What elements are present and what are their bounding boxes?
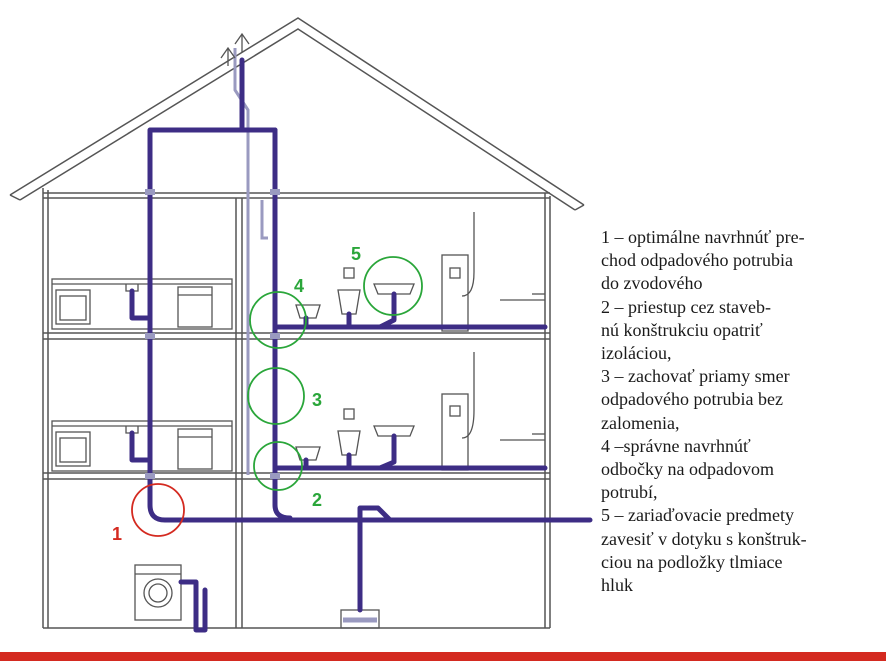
bathroom-lower [295, 352, 545, 471]
legend-line: zavesiť v dotyku s konštruk- [601, 528, 807, 549]
legend-line: 2 – priestup cez staveb- [601, 296, 771, 317]
washing-machine [134, 564, 182, 621]
legend-line: do zvodového [601, 273, 703, 294]
label-2: 2 [312, 490, 322, 510]
legend-line: 4 –správne navrhnúť [601, 435, 751, 456]
pipe-collars [145, 189, 280, 479]
vent-caps [220, 32, 250, 66]
floor-drain [340, 609, 380, 629]
highlight-circle-5 [363, 256, 423, 316]
label-1: 1 [112, 524, 122, 544]
legend-line: odbočky na odpadovom [601, 459, 774, 480]
legend-line: 5 – zariaďovacie predmety [601, 505, 795, 526]
legend-line: 3 – zachovať priamy smer [601, 366, 790, 387]
bathroom-upper [295, 212, 545, 332]
house-walls [42, 188, 551, 629]
legend-line: odpadového potrubia bez [601, 389, 783, 410]
kitchen-lower [51, 420, 233, 472]
highlight-circle-1 [131, 483, 185, 537]
bottom-bar [0, 652, 886, 661]
house-roof [9, 17, 585, 211]
legend-line: ciou na podložky tlmiace [601, 551, 783, 572]
legend-line: hluk [601, 575, 634, 596]
legend-line: izoláciou, [601, 343, 672, 364]
legend: 1 – optimálne navrhnúť pre- chod odpadov… [601, 226, 881, 597]
kitchen-upper [51, 278, 233, 330]
highlight-circle-4 [249, 291, 307, 349]
legend-line: zalomenia, [601, 412, 680, 433]
label-4: 4 [294, 276, 304, 296]
legend-line: potrubí, [601, 482, 658, 503]
waste-pipes [129, 57, 593, 633]
label-3: 3 [312, 390, 322, 410]
legend-line: 1 – optimálne navrhnúť pre- [601, 227, 805, 247]
highlight-circle-2 [253, 441, 303, 491]
legend-line: nú konštrukciu opatriť [601, 319, 763, 340]
highlight-circle-3 [247, 367, 305, 425]
label-5: 5 [351, 244, 361, 264]
legend-line: chod odpadového potrubia [601, 250, 793, 271]
